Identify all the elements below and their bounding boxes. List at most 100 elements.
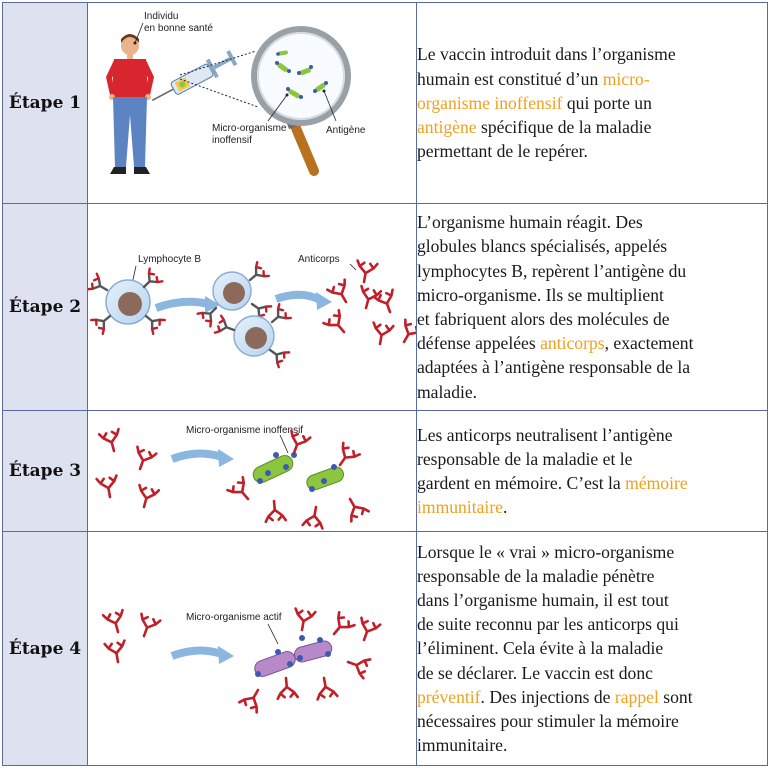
text-line: et fabriquent alors des molécules de: [417, 307, 767, 331]
text-line: l’éliminent. Cela évite à la maladie: [417, 636, 767, 660]
text-run: humain est constitué d’un: [417, 69, 603, 89]
lymphocyte-b-icon: [88, 269, 165, 334]
text-run: qui porte un: [562, 93, 651, 113]
text-line: gardent en mémoire. C’est la mémoire: [417, 471, 767, 495]
step-row-1: Étape 1: [3, 3, 768, 204]
lymphocyte-b-icon: [215, 304, 291, 367]
text-line: préventif. Des injections de rappel sont: [417, 685, 767, 709]
text-line: dans l’organisme humain, il est tout: [417, 588, 767, 612]
microbe-label: Micro-organisme: [212, 123, 287, 134]
step-3-text: Les anticorps neutralisent l’antigène res…: [417, 423, 767, 520]
highlighted-term: anticorps: [540, 333, 605, 353]
healthy-person-figure: [106, 34, 154, 174]
person-label: Individu: [144, 11, 178, 22]
text-line: Le vaccin introduit dans l’organisme: [417, 42, 767, 66]
highlighted-term: immunitaire: [417, 497, 503, 517]
text-line: immunitaire.: [417, 733, 767, 757]
text-line: de se déclarer. Le vaccin est donc: [417, 661, 767, 685]
lymphocyte-illustration: Lymphocyte B Anticorps: [88, 204, 416, 410]
text-line: adaptées à l’antigène responsable de la: [417, 355, 767, 379]
text-run: gardent en mémoire. C’est la: [417, 473, 625, 493]
text-run: adaptées à l’antigène responsable de la: [417, 357, 690, 377]
highlighted-term: micro-: [603, 69, 650, 89]
step-description: Le vaccin introduit dans l’organisme huma…: [417, 3, 768, 204]
highlighted-term: mémoire: [625, 473, 688, 493]
step-row-2: Étape 2 Lymphocyte B Anticorps: [3, 204, 768, 411]
text-run: et fabriquent alors des molécules de: [417, 309, 670, 329]
text-run: nécessaires pour stimuler la mémoire: [417, 711, 679, 731]
text-run: sont: [659, 687, 693, 707]
arrow-icon: [316, 292, 332, 310]
text-run: maladie.: [417, 382, 477, 402]
text-run: responsable de la maladie et le: [417, 449, 632, 469]
text-line: globules blancs spécialisés, appelés: [417, 234, 767, 258]
vaccination-illustration: Individu en bonne santé Micro-organisme …: [88, 3, 416, 203]
text-line: de suite reconnu par les anticorps qui: [417, 612, 767, 636]
antigen-label: Antigène: [326, 125, 366, 136]
step-row-4: Étape 4 Micro-organisme actif: [3, 532, 768, 766]
text-run: Le vaccin introduit dans l’organisme: [417, 44, 676, 64]
neutralisation-illustration: Micro-organisme inoffensif: [88, 411, 416, 531]
step-4-text: Lorsque le « vrai » micro-organisme respo…: [417, 540, 767, 758]
text-run: , exactement: [605, 333, 694, 353]
microbe-label-2: inoffensif: [212, 135, 252, 146]
organism-label: Micro-organisme inoffensif: [186, 425, 303, 436]
highlighted-term: organisme inoffensif: [417, 93, 562, 113]
step-figure: Individu en bonne santé Micro-organisme …: [88, 3, 417, 204]
text-run: dans l’organisme humain, il est tout: [417, 590, 669, 610]
text-run: Lorsque le « vrai » micro-organisme: [417, 542, 674, 562]
step-description: L’organisme humain réagit. Des globules b…: [417, 204, 768, 411]
text-run: permettant de le repérer.: [417, 141, 588, 161]
text-run: globules blancs spécialisés, appelés: [417, 236, 667, 256]
step-1-text: Le vaccin introduit dans l’organisme huma…: [417, 42, 767, 163]
text-run: immunitaire.: [417, 735, 507, 755]
step-description: Les anticorps neutralisent l’antigène res…: [417, 411, 768, 532]
step-label: Étape 1: [3, 3, 88, 204]
person-label-2: en bonne santé: [144, 23, 213, 34]
step-figure: Lymphocyte B Anticorps: [88, 204, 417, 411]
step-figure: Micro-organisme inoffensif: [88, 411, 417, 532]
text-line: lymphocytes B, repèrent l’antigène du: [417, 259, 767, 283]
active-microbe-icon: [253, 635, 334, 679]
arrow-icon: [218, 449, 234, 467]
step-label: Étape 2: [3, 204, 88, 411]
text-run: Les anticorps neutralisent l’antigène: [417, 425, 673, 445]
text-run: .: [503, 497, 507, 517]
text-line: humain est constitué d’un micro-: [417, 67, 767, 91]
elimination-illustration: Micro-organisme actif: [88, 532, 416, 765]
magnifier-icon: [254, 29, 348, 171]
text-run: défense appelées: [417, 333, 540, 353]
inoffensive-microbe-icon: [251, 452, 346, 492]
text-run: lymphocytes B, repèrent l’antigène du: [417, 261, 686, 281]
text-line: micro-organisme. Ils se multiplient: [417, 283, 767, 307]
text-run: micro-organisme. Ils se multiplient: [417, 285, 664, 305]
text-line: maladie.: [417, 380, 767, 404]
antibody-icon: [103, 610, 160, 664]
text-line: immunitaire.: [417, 495, 767, 519]
text-run: spécifique de la maladie: [477, 117, 652, 137]
highlighted-term: antigène: [417, 117, 477, 137]
step-description: Lorsque le « vrai » micro-organisme respo…: [417, 532, 768, 766]
text-line: Les anticorps neutralisent l’antigène: [417, 423, 767, 447]
text-line: organisme inoffensif qui porte un: [417, 91, 767, 115]
antibody-label: Anticorps: [298, 254, 340, 265]
step-label: Étape 4: [3, 532, 88, 766]
organism-label: Micro-organisme actif: [186, 612, 282, 623]
text-line: Lorsque le « vrai » micro-organisme: [417, 540, 767, 564]
text-run: de suite reconnu par les anticorps qui: [417, 614, 679, 634]
syringe-icon: [148, 48, 239, 109]
step-label: Étape 3: [3, 411, 88, 532]
text-line: défense appelées anticorps, exactement: [417, 331, 767, 355]
text-run: . Des injections de: [481, 687, 615, 707]
lymphocyte-label: Lymphocyte B: [138, 254, 201, 265]
step-figure: Micro-organisme actif: [88, 532, 417, 766]
text-line: permettant de le repérer.: [417, 139, 767, 163]
highlighted-term: rappel: [615, 687, 659, 707]
antibody-icon: [323, 261, 416, 347]
step-2-text: L’organisme humain réagit. Des globules b…: [417, 210, 767, 404]
arrow-icon: [218, 646, 234, 664]
antibody-icon: [227, 431, 368, 529]
text-line: nécessaires pour stimuler la mémoire: [417, 709, 767, 733]
text-run: responsable de la maladie pénètre: [417, 566, 654, 586]
text-run: L’organisme humain réagit. Des: [417, 212, 643, 232]
